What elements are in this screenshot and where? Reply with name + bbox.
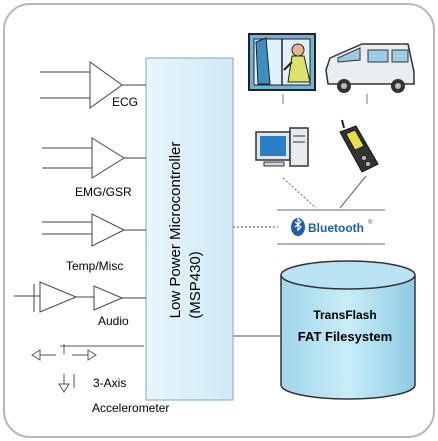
cell-phone-icon bbox=[339, 119, 379, 173]
temp-misc-label: Temp/Misc bbox=[66, 259, 123, 273]
bluetooth-box: Bluetooth ® bbox=[277, 209, 385, 245]
bluetooth-label: Bluetooth bbox=[308, 221, 364, 235]
van-icon bbox=[325, 43, 415, 93]
audio-label: Audio bbox=[98, 314, 129, 328]
temp-misc-amplifier bbox=[42, 213, 146, 247]
emg-gsr-amplifier bbox=[42, 137, 146, 179]
microcontroller-model: (MSP430) bbox=[187, 251, 204, 319]
accelerometer-axes-icon bbox=[31, 344, 144, 393]
bluetooth-links bbox=[282, 175, 367, 209]
storage-label-transflash: TransFlash bbox=[313, 308, 376, 322]
microcontroller-label: Low Power Microcontroller bbox=[167, 142, 184, 319]
top-icon-arrows bbox=[282, 94, 368, 104]
audio-amplifier bbox=[14, 281, 146, 313]
ecg-amplifier bbox=[40, 61, 146, 109]
accelerometer-label: Accelerometer bbox=[92, 401, 169, 415]
database-cylinder-icon bbox=[280, 260, 416, 400]
window-person-icon bbox=[248, 33, 316, 91]
desktop-computer-icon bbox=[255, 127, 309, 167]
axis-label: 3-Axis bbox=[93, 376, 126, 390]
ecg-label: ECG bbox=[112, 95, 138, 109]
bluetooth-trademark: ® bbox=[368, 219, 373, 226]
emg-gsr-label: EMG/GSR bbox=[75, 185, 132, 199]
storage-label-filesystem: FAT Filesystem bbox=[298, 329, 392, 344]
microcontroller-block: Low Power Microcontroller (MSP430) bbox=[145, 57, 234, 401]
